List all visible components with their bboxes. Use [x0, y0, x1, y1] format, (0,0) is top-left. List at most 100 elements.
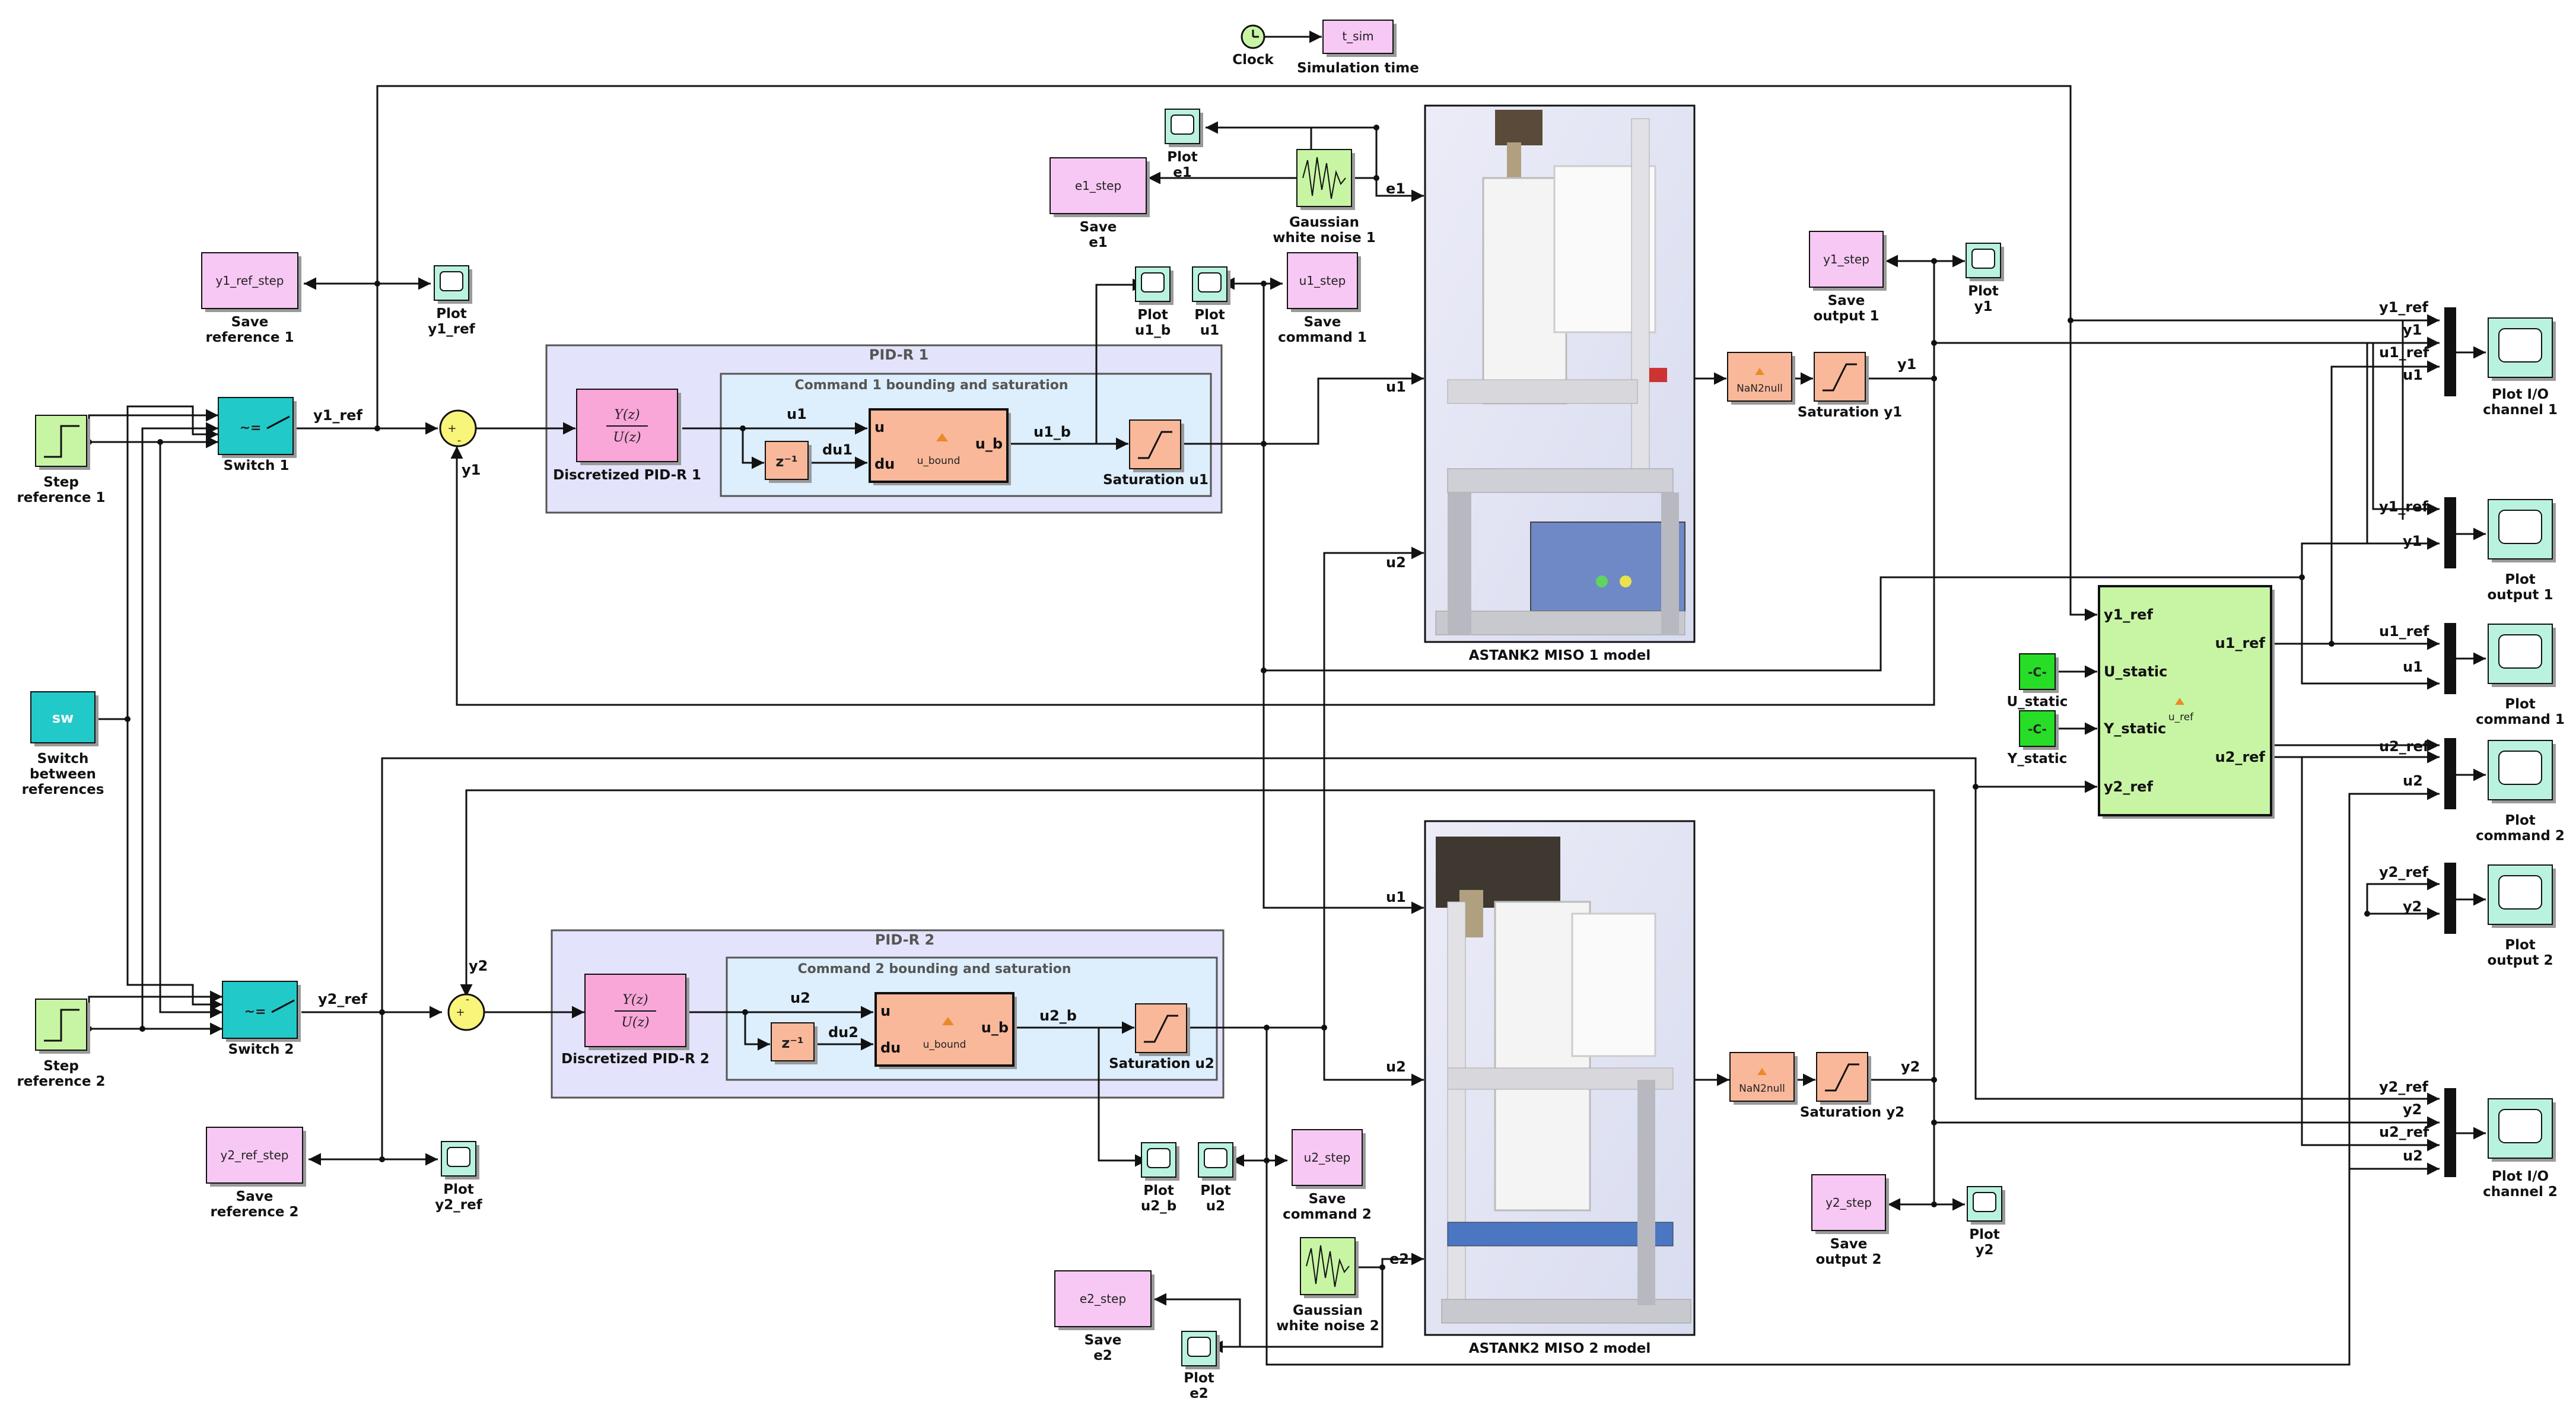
svg-text:u2: u2 [1386, 554, 1406, 571]
plot-u2-b-scope[interactable]: Plot u2_b [1141, 1142, 1179, 1214]
save-u2-text: u2_step [1304, 1150, 1351, 1165]
svg-text:u2: u2 [1386, 1058, 1406, 1075]
discretized-pid-r1-block[interactable]: Y(z) U(z) Discretized PID-R 1 [553, 389, 701, 483]
save-output-2-block[interactable]: y2_step Save output 2 [1811, 1174, 1889, 1267]
delay-1-block[interactable]: z⁻¹ [765, 441, 812, 483]
y-static-constant-block[interactable]: -C- Y_static [2007, 710, 2068, 767]
astank2-miso1-model-block[interactable]: ASTANK2 MISO 1 model [1424, 104, 1696, 663]
save-command-1-block[interactable]: u1_step Save command 1 [1278, 252, 1367, 345]
plot-y2-scope[interactable]: Plot y2 [1967, 1186, 2005, 1258]
u-ref-block[interactable]: y1_ref U_static Y_static y2_ref u1_ref u… [2098, 585, 2275, 819]
save-ref1-label1: Save [231, 314, 269, 330]
plot-io-channel-1-scope[interactable]: Plot I/O channel 1 [2483, 317, 2558, 418]
plot-u2-label1: Plot [1200, 1183, 1231, 1198]
svg-text:u1_ref: u1_ref [2379, 344, 2429, 361]
u-bound-1-block[interactable]: u du u_b u_bound [869, 408, 1011, 485]
plot-u2b-label1: Plot [1143, 1183, 1174, 1198]
junction-dots [86, 125, 2370, 1270]
plot-y2-ref-scope[interactable]: Plot y2_ref [435, 1141, 483, 1213]
plot-command-2-scope[interactable]: Plot command 2 [2476, 740, 2565, 844]
save-y2-label1: Save [1830, 1236, 1868, 1252]
miso1-label: ASTANK2 MISO 1 model [1469, 648, 1650, 663]
u-static-text: -C- [2028, 665, 2047, 679]
astank2-miso2-model-block[interactable]: ASTANK2 MISO 2 model [1424, 820, 1696, 1356]
plot-e2-scope[interactable]: Plot e2 [1181, 1331, 1220, 1401]
save-output-1-block[interactable]: y1_step Save output 1 [1809, 231, 1887, 324]
plot-out1-label2: output 1 [2487, 587, 2553, 603]
gaussian-white-noise-1-block[interactable]: Gaussian white noise 1 [1273, 149, 1376, 246]
save-e1-label2: e1 [1089, 235, 1108, 250]
u-static-constant-block[interactable]: -C- U_static [2007, 653, 2068, 710]
clock-block[interactable]: Clock [1232, 24, 1274, 68]
uref-out-u2-ref: u2_ref [2215, 749, 2266, 765]
delay1-text: z⁻¹ [775, 453, 797, 470]
pid-r1-title: PID-R 1 [869, 346, 928, 363]
save-reference-2-block[interactable]: y2_ref_step Save reference 2 [206, 1127, 306, 1220]
ubound1-port-u: u [874, 419, 885, 435]
svg-text:y1: y1 [462, 462, 481, 478]
plot-y1-ref-scope[interactable]: Plot y1_ref [428, 265, 476, 337]
sum-1-block[interactable]: + - [439, 409, 477, 447]
save-u2-label1: Save [1309, 1191, 1346, 1207]
svg-text:y1: y1 [2403, 533, 2422, 549]
plot-out1-label1: Plot [2505, 572, 2536, 587]
plot-output-2-scope[interactable]: Plot output 2 [2487, 864, 2556, 968]
plot-e1-label1: Plot [1167, 150, 1198, 165]
simulation-time-block[interactable]: t_sim Simulation time [1297, 20, 1419, 76]
ubound1-port-du: du [874, 456, 895, 472]
nan2null-1-block[interactable]: NaN2null [1727, 352, 1795, 405]
nan2null-2-block[interactable]: NaN2null [1729, 1052, 1798, 1105]
plot-y1-scope[interactable]: Plot y1 [1966, 243, 2004, 314]
sum-2-block[interactable]: + - [447, 993, 485, 1031]
save-y2-text: y2_step [1826, 1196, 1872, 1210]
svg-text:du2: du2 [828, 1024, 858, 1041]
save-reference-1-block[interactable]: y1_ref_step Save reference 1 [201, 252, 301, 345]
step-reference-2-block[interactable]: Step reference 2 [17, 999, 106, 1089]
plot-out2-label2: output 2 [2487, 953, 2553, 968]
save-e2-label1: Save [1085, 1333, 1122, 1348]
plot-e1-scope[interactable]: Plot e1 [1165, 109, 1203, 180]
save-e1-text: e1_step [1075, 179, 1121, 193]
plot-u1-label1: Plot [1194, 307, 1225, 323]
plot-u1-label2: u1 [1200, 323, 1219, 338]
svg-text:du1: du1 [822, 441, 853, 458]
svg-text:y2: y2 [2403, 1101, 2422, 1118]
saturation-u2-block[interactable]: Saturation u2 [1109, 1003, 1214, 1072]
save-y1-label1: Save [1828, 293, 1865, 309]
matlab-function-icon [936, 433, 948, 441]
plot-u1-b-scope[interactable]: Plot u1_b [1135, 266, 1173, 338]
svg-text:u2: u2 [2403, 772, 2423, 789]
step-reference-1-block[interactable]: Step reference 1 [17, 415, 106, 505]
tank-illustration [1436, 837, 1691, 1324]
switch-2-block[interactable]: ~= Switch 2 [222, 981, 301, 1057]
save-command-2-block[interactable]: u2_step Save command 2 [1283, 1129, 1372, 1222]
plot-e2-label1: Plot [1184, 1371, 1214, 1386]
pid-r2-title: PID-R 2 [875, 931, 934, 948]
matlab-function-icon [1757, 1068, 1767, 1075]
u-bound-2-block[interactable]: u du u_b u_bound [874, 992, 1017, 1069]
save-u1-text: u1_step [1299, 274, 1346, 288]
gaussian-white-noise-2-block[interactable]: Gaussian white noise 2 [1276, 1237, 1379, 1334]
saturation-y1-block[interactable]: Saturation y1 [1798, 352, 1902, 420]
plot-u1-scope[interactable]: Plot u1 [1192, 266, 1230, 338]
discretized-pid-r2-block[interactable]: Y(z) U(z) Discretized PID-R 2 [561, 974, 710, 1067]
svg-text:e2: e2 [1389, 1251, 1409, 1267]
saturation-y2-block[interactable]: Saturation y2 [1800, 1052, 1904, 1120]
save-e1-block[interactable]: e1_step Save e1 [1050, 157, 1150, 250]
switch-between-references-block[interactable]: sw Switch between references [22, 691, 104, 797]
saturation-u1-block[interactable]: Saturation u1 [1103, 419, 1209, 488]
plot-output-1-scope[interactable]: Plot output 1 [2487, 499, 2556, 603]
plot-io-channel-2-scope[interactable]: Plot I/O channel 2 [2483, 1098, 2558, 1200]
svg-text:e1: e1 [1386, 180, 1405, 197]
plot-command-1-scope[interactable]: Plot command 1 [2476, 624, 2565, 727]
svg-text:u2: u2 [2403, 1147, 2423, 1164]
ubound2-port-u: u [880, 1003, 891, 1019]
save-e2-block[interactable]: e2_step Save e2 [1054, 1270, 1155, 1363]
svg-text:y2: y2 [1901, 1058, 1920, 1075]
save-u1-label1: Save [1304, 314, 1341, 330]
svg-text:u1_ref: u1_ref [2379, 623, 2429, 640]
plot-u2-scope[interactable]: Plot u2 [1198, 1142, 1236, 1214]
plot-cmd2-label2: command 2 [2476, 828, 2565, 844]
delay-2-block[interactable]: z⁻¹ [771, 1022, 818, 1064]
switch-1-block[interactable]: ~= Switch 1 [218, 397, 297, 473]
